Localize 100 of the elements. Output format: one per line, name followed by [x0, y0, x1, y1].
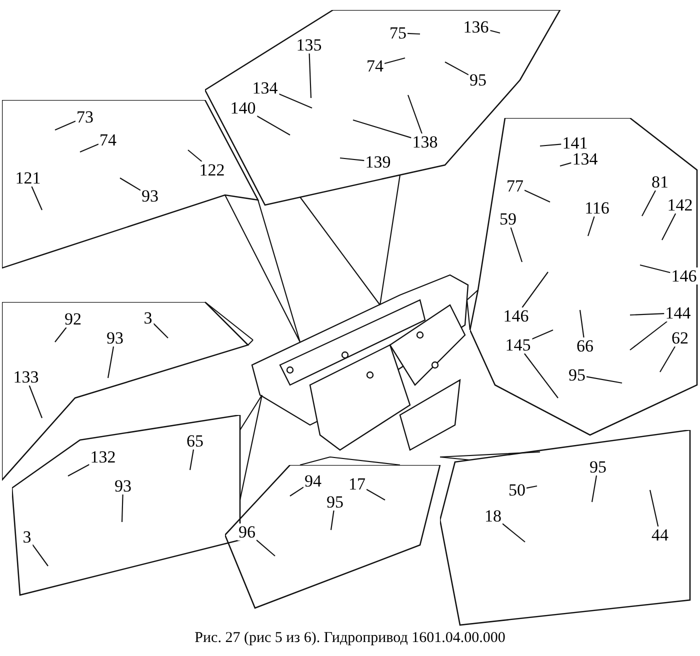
callout-number: 3: [22, 528, 32, 546]
leader-line: [31, 186, 42, 210]
detail-panel: [2, 100, 258, 268]
leader-line: [444, 62, 469, 76]
callout-number: 146: [670, 268, 698, 284]
leader-line: [524, 353, 558, 398]
callout-number: 73: [76, 108, 94, 126]
callout-number: 18: [484, 508, 502, 524]
leader-line: [54, 327, 67, 342]
callout-number: 146: [502, 308, 530, 324]
detail-panel: [225, 465, 440, 608]
leader-line: [256, 115, 290, 136]
callout-number: 145: [504, 336, 532, 354]
callout-number: 140: [229, 100, 257, 116]
callout-number: 142: [666, 196, 694, 214]
leader-line: [308, 53, 312, 98]
callout-number: 96: [238, 524, 256, 540]
leader-line: [121, 494, 124, 522]
connector-line: [239, 394, 263, 501]
callout-number: 3: [142, 310, 154, 326]
leader-line: [662, 213, 676, 240]
leader-line: [290, 486, 304, 496]
leader-line: [526, 485, 538, 489]
leader-line: [524, 190, 550, 202]
callout-number: 74: [98, 132, 118, 148]
callout-number: 66: [576, 338, 594, 354]
callout-number: 94: [304, 472, 322, 490]
leader-line: [490, 30, 500, 34]
connector-line: [439, 451, 541, 461]
callout-number: 74: [366, 58, 384, 74]
leader-line: [32, 544, 48, 566]
callout-number: 133: [12, 368, 40, 386]
connector-line: [299, 174, 401, 306]
leader-line: [384, 57, 406, 64]
leader-line: [107, 346, 114, 378]
leader-line: [630, 321, 668, 350]
leader-line: [642, 190, 656, 216]
callout-number: 139: [364, 154, 392, 170]
figure-caption: Рис. 27 (рис 5 из 6). Гидропривод 1601.04.00.000: [194, 630, 506, 647]
callout-number: 136: [462, 18, 490, 36]
leader-line: [587, 216, 595, 236]
callout-number: 141: [561, 134, 589, 152]
callout-number: 95: [568, 366, 586, 384]
connector-line: [204, 301, 254, 346]
leader-line: [591, 475, 598, 502]
callout-number: 138: [411, 134, 439, 150]
leader-line: [54, 120, 76, 130]
leader-line: [579, 310, 584, 338]
callout-number: 144: [664, 304, 692, 322]
connector-line: [224, 194, 301, 343]
callout-number: 93: [114, 478, 132, 494]
callout-number: 65: [186, 432, 204, 450]
callout-number: 62: [670, 330, 690, 346]
callout-number: 77: [506, 178, 524, 194]
leader-line: [330, 510, 334, 530]
leader-line: [640, 264, 670, 274]
leader-line: [352, 119, 412, 138]
callout-number: 122: [198, 162, 226, 178]
leader-line: [532, 330, 554, 340]
callout-number: 95: [326, 494, 344, 510]
leader-line: [188, 150, 202, 162]
callout-number: 92: [64, 310, 82, 328]
leader-line: [660, 346, 676, 372]
callout-number: 134: [571, 150, 599, 168]
leader-line: [502, 523, 526, 542]
leader-line: [540, 144, 562, 147]
leader-line: [510, 227, 523, 262]
leader-line: [120, 178, 141, 191]
callout-number: 95: [588, 458, 608, 476]
leader-line: [586, 376, 622, 384]
callout-number: 116: [584, 200, 610, 216]
callout-number: 95: [468, 72, 488, 88]
callout-number: 93: [106, 330, 124, 346]
leader-line: [68, 464, 90, 476]
leader-line: [278, 93, 312, 108]
callout-number: 59: [498, 210, 518, 228]
leader-line: [366, 488, 386, 500]
leader-line: [407, 32, 420, 35]
callout-number: 75: [388, 24, 408, 42]
connector-line: [299, 456, 401, 466]
callout-number: 93: [140, 188, 160, 204]
leader-line: [649, 490, 659, 527]
leader-line: [152, 322, 168, 338]
callout-number: 17: [348, 476, 366, 492]
detail-panel: [470, 118, 697, 435]
leader-line: [80, 144, 99, 152]
leader-line: [189, 449, 194, 470]
leader-line: [522, 272, 548, 308]
leader-line: [340, 157, 364, 162]
detail-panel: [440, 430, 690, 625]
callout-number: 44: [650, 526, 670, 544]
leader-line: [256, 540, 276, 556]
callout-number: 134: [251, 80, 279, 96]
callout-number: 135: [295, 36, 323, 54]
leader-line: [630, 313, 664, 316]
leader-line: [560, 162, 572, 167]
callout-number: 50: [508, 482, 526, 498]
leader-line: [407, 94, 422, 134]
leader-line: [28, 385, 43, 418]
callout-number: 121: [14, 170, 42, 186]
